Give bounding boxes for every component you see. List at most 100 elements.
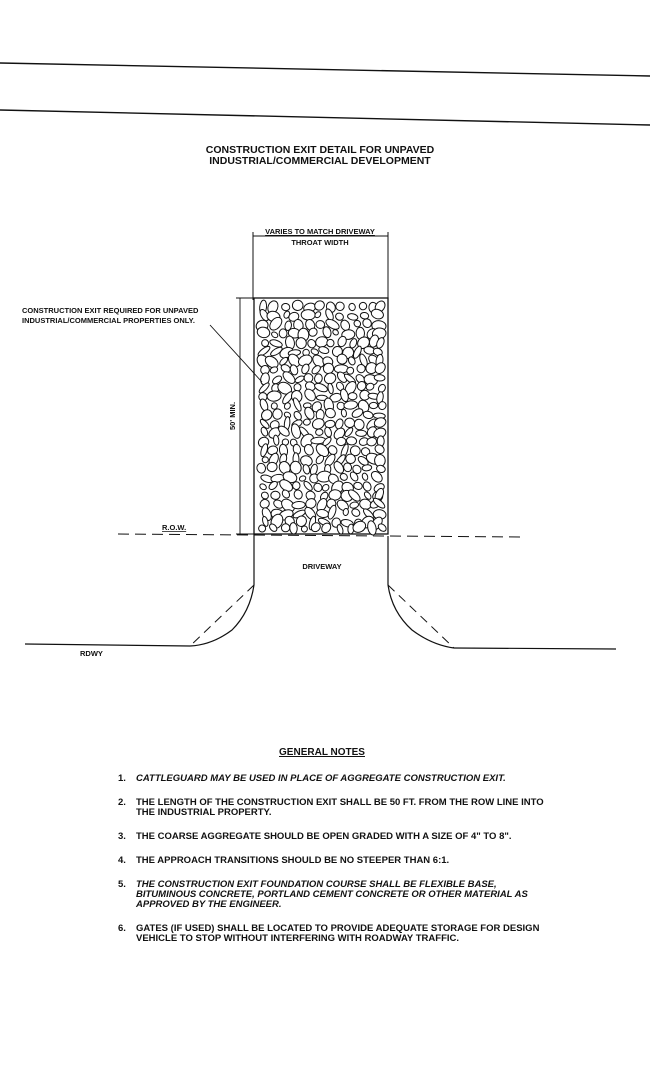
aggregate-stone <box>258 382 270 394</box>
aggregate-stone <box>289 364 299 376</box>
aggregate-stone <box>365 382 375 391</box>
aggregate-stone <box>336 401 346 411</box>
note-number: 5. <box>118 879 126 890</box>
note-item: 2. THE LENGTH OF THE CONSTRUCTION EXIT S… <box>118 798 558 818</box>
aggregate-stone <box>336 436 347 447</box>
aggregate-stone <box>321 483 330 492</box>
aggregate-stone <box>284 320 292 331</box>
aggregate-stone <box>373 374 386 382</box>
aggregate-stone <box>281 302 291 312</box>
flare-right-solid <box>387 584 455 649</box>
aggregate-stone <box>300 525 308 533</box>
aggregate-stone <box>269 523 278 532</box>
aggregate-stone <box>368 401 379 410</box>
aggregate-stone <box>311 365 321 375</box>
aggregate-stone <box>374 444 385 454</box>
aggregate-stone <box>340 388 349 403</box>
aggregate-stones <box>255 299 387 536</box>
aggregate-stone <box>324 407 336 419</box>
aggregate-stone <box>289 522 298 535</box>
note-text: CATTLEGUARD MAY BE USED IN PLACE OF AGGR… <box>136 773 506 784</box>
aggregate-stone <box>347 392 358 401</box>
aggregate-stone <box>311 418 325 430</box>
aggregate-stone <box>372 347 383 357</box>
note-number: 1. <box>118 773 126 784</box>
aggregate-stone <box>283 402 291 410</box>
drawing-title-line1: CONSTRUCTION EXIT DETAIL FOR UNPAVED <box>206 144 435 156</box>
aggregate-stone <box>359 311 370 320</box>
aggregate-stone <box>370 470 383 483</box>
aggregate-stone <box>271 331 279 339</box>
aggregate-stone <box>362 410 374 420</box>
flare-right-dashed <box>387 584 455 649</box>
aggregate-stone <box>258 524 267 533</box>
header-rule-top <box>0 62 650 77</box>
roadway-label: RDWY <box>80 649 103 658</box>
aggregate-stone <box>361 464 373 472</box>
aggregate-stone <box>302 418 311 426</box>
aggregate-stone <box>335 301 345 311</box>
aggregate-stone <box>315 320 326 329</box>
aggregate-stone <box>322 362 335 375</box>
aggregate-stone <box>345 436 358 446</box>
aggregate-stone <box>281 438 290 446</box>
aggregate-stone <box>367 520 377 536</box>
aggregate-stone <box>326 338 335 348</box>
aggregate-stone <box>291 299 304 312</box>
aggregate-stone <box>352 345 362 359</box>
aggregate-stone <box>339 472 348 481</box>
aggregate-stone <box>327 445 338 456</box>
aggregate-stone <box>291 500 306 510</box>
aggregate-stone <box>353 319 362 328</box>
roadway-edge-left <box>24 643 191 647</box>
note-item: 3. THE COARSE AGGREGATE SHOULD BE OPEN G… <box>118 832 558 842</box>
aggregate-stone <box>333 427 346 440</box>
drawing-title-line2: INDUSTRIAL/COMMERCIAL DEVELOPMENT <box>209 155 431 167</box>
note-number: 6. <box>118 923 126 934</box>
aggregate-stone <box>372 497 386 509</box>
aggregate-stone <box>348 489 361 502</box>
aggregate-stone <box>343 400 358 410</box>
note-number: 2. <box>118 797 126 808</box>
aggregate-stone <box>340 408 347 418</box>
aggregate-stone <box>362 318 372 329</box>
aggregate-stone <box>269 366 279 374</box>
flare-left-solid <box>189 584 255 647</box>
aggregate-stone <box>270 490 281 500</box>
aggregate-stone <box>353 481 363 490</box>
header-rule-bottom <box>0 109 650 126</box>
aggregate-stone <box>335 312 344 321</box>
aggregate-stone <box>327 382 334 395</box>
aggregate-stone <box>361 472 369 481</box>
aggregate-stone <box>280 364 291 373</box>
aggregate-stone <box>310 522 321 533</box>
aggregate-stone <box>323 372 337 385</box>
aggregate-stone <box>273 434 280 446</box>
aggregate-stone <box>260 426 269 437</box>
note-text: THE LENGTH OF THE CONSTRUCTION EXIT SHAL… <box>136 797 544 818</box>
aggregate-stone <box>336 524 344 535</box>
aggregate-stone <box>333 461 345 474</box>
aggregate-stone <box>347 356 356 366</box>
aggregate-stone <box>325 318 340 330</box>
aggregate-stone <box>270 346 283 357</box>
aggregate-stone <box>261 339 270 348</box>
aggregate-stone <box>307 339 317 349</box>
aggregate-stone <box>314 382 328 393</box>
note-item: 5. THE CONSTRUCTION EXIT FOUNDATION COUR… <box>118 880 558 910</box>
general-notes-list: 1. CATTLEGUARD MAY BE USED IN PLACE OF A… <box>118 774 558 958</box>
aggregate-stone <box>304 406 315 420</box>
aggregate-stone <box>295 337 307 350</box>
aggregate-stone <box>370 308 384 320</box>
aggregate-stone <box>279 356 289 366</box>
aggregate-stone <box>304 388 316 402</box>
aggregate-stone <box>366 437 378 447</box>
aggregate-stone <box>353 418 365 431</box>
aggregate-stone <box>344 427 354 437</box>
aggregate-stone <box>347 313 359 321</box>
callout-label-line1: CONSTRUCTION EXIT REQUIRED FOR UNPAVED <box>22 306 199 315</box>
aggregate-stone <box>259 483 267 491</box>
aggregate-stone <box>312 354 325 368</box>
aggregate-stone <box>334 418 344 430</box>
aggregate-stone <box>374 362 386 374</box>
